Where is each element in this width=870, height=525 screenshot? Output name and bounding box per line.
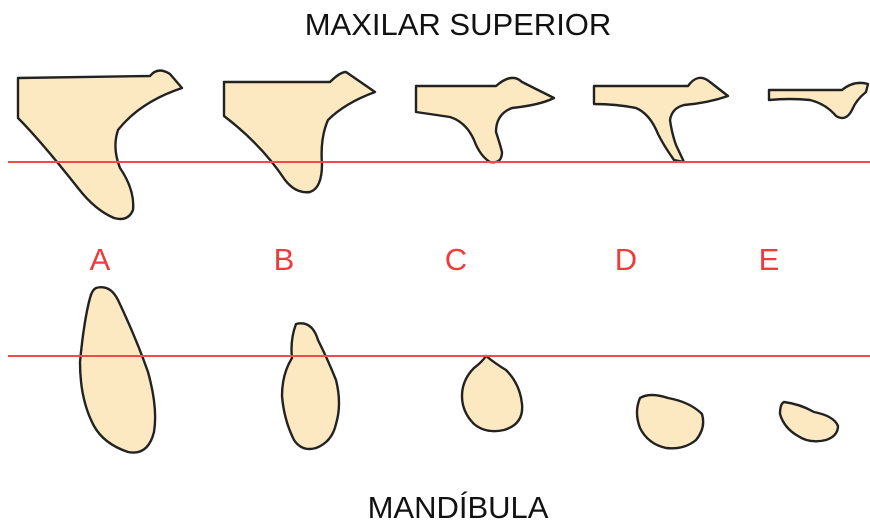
maxilla-shape-a (18, 70, 182, 219)
maxilla-shape-b (224, 72, 375, 192)
mandible-shapes (80, 287, 838, 452)
class-letter-c: C (445, 242, 467, 277)
maxilla-title: MAXILAR SUPERIOR (305, 7, 612, 42)
mandible-shape-c (462, 356, 522, 431)
mandible-shape-d (637, 395, 703, 448)
maxilla-shape-d (594, 78, 728, 162)
maxilla-shape-c (416, 78, 554, 162)
maxilla-shapes (18, 70, 868, 219)
mandible-shape-b (282, 323, 339, 449)
mandible-shape-e (780, 402, 838, 441)
class-letter-e: E (759, 242, 780, 277)
mandible-shape-a (80, 287, 155, 452)
maxilla-shape-e (769, 83, 868, 118)
mandible-title: MANDÍBULA (368, 490, 549, 525)
class-letters: A B C D E (90, 242, 780, 277)
class-letter-b: B (274, 242, 295, 277)
class-letter-a: A (90, 242, 111, 277)
class-letter-d: D (615, 242, 637, 277)
